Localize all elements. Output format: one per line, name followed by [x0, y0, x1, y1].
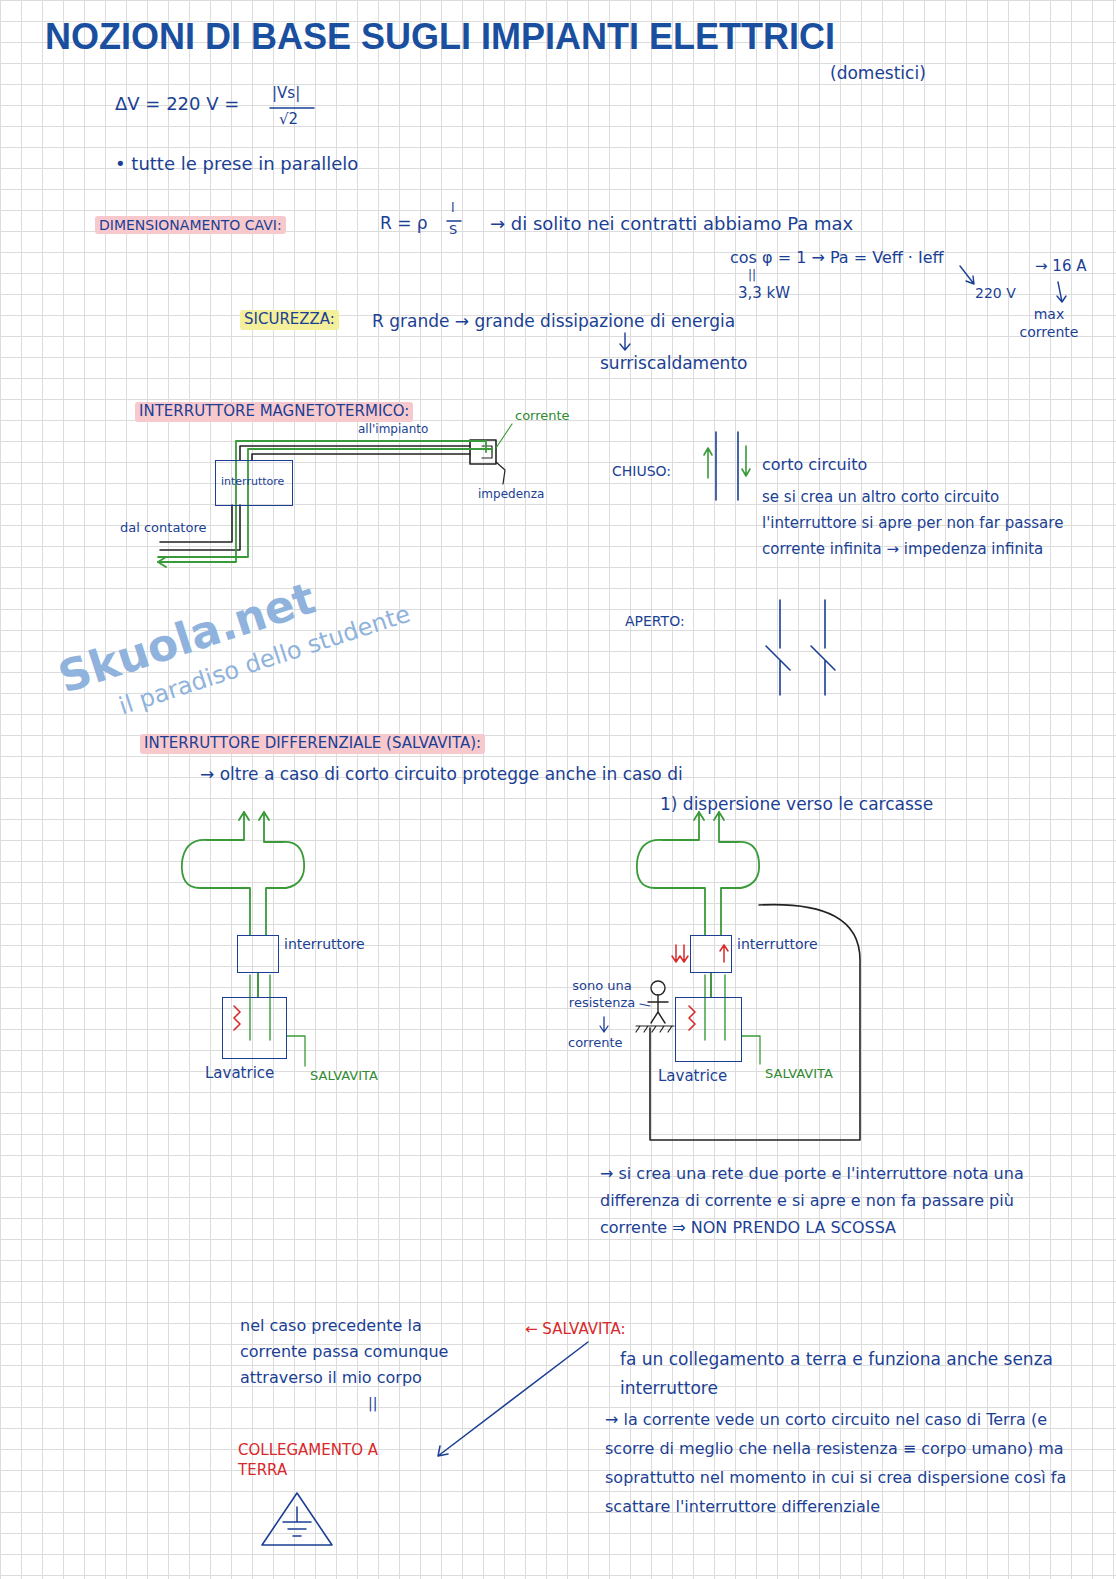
note-text: SALVAVITA	[310, 1068, 378, 1085]
appliance-box: Lavatrice	[675, 997, 742, 1062]
node-label: interruttore	[284, 936, 365, 953]
note-text: impedenza	[478, 487, 544, 503]
note-text: surriscaldamento	[600, 352, 747, 374]
note-text: ||	[748, 268, 756, 284]
note-text: INTERRUTTORE DIFFERENZIALE (SALVAVITA):	[140, 734, 485, 754]
note-text: corrente	[568, 1035, 623, 1052]
note-text: CHIUSO:	[612, 462, 671, 480]
note-text: cos φ = 1 → Pa = Veff · Ieff	[730, 248, 944, 269]
note-text: 1) dispersione verso le carcasse	[660, 793, 933, 815]
note-text: all'impianto	[358, 422, 428, 438]
note-text: ΔV = 220 V =	[115, 92, 239, 115]
note-text: nel caso precedente la corrente passa co…	[240, 1313, 490, 1391]
note-text: corrente	[515, 408, 570, 425]
note-text: se si crea un altro corto circuito l'int…	[762, 484, 1082, 562]
note-text: √2	[279, 110, 298, 130]
node-label: interruttore	[221, 475, 287, 488]
note-text: COLLEGAMENTO A TERRA	[238, 1440, 428, 1480]
page-title: NOZIONI DI BASE SUGLI IMPIANTI ELETTRICI	[45, 14, 835, 61]
note-text: DIMENSIONAMENTO CAVI:	[95, 216, 286, 234]
switch-box: interruttore	[215, 460, 293, 506]
wire-connector	[257, 973, 259, 997]
note-text: • tutte le prese in parallelo	[115, 152, 358, 175]
node-label: Lavatrice	[658, 1067, 727, 1085]
note-text: INTERRUTTORE MAGNETOTERMICO:	[135, 402, 413, 422]
note-text: → si crea una rete due porte e l'interru…	[600, 1160, 1070, 1241]
note-text: ← SALVAVITA:	[525, 1320, 625, 1340]
appliance-box: Lavatrice	[222, 997, 287, 1059]
note-text: S	[449, 222, 457, 239]
note-text: 3,3 kW	[738, 284, 790, 304]
note-text: R = ρ	[380, 212, 428, 234]
note-text: SICUREZZA:	[240, 310, 339, 330]
note-text: l	[451, 200, 455, 217]
note-text: → 16 A	[1035, 257, 1086, 277]
note-text: sono una resistenza	[556, 978, 648, 1012]
note-text: → la corrente vede un corto circuito nel…	[605, 1405, 1085, 1521]
note-text: R grande → grande dissipazione di energi…	[372, 310, 735, 332]
note-text: (domestici)	[830, 62, 926, 84]
note-text: ||	[368, 1394, 377, 1412]
note-text: → oltre a caso di corto circuito protegg…	[200, 763, 683, 785]
note-text: |Vs|	[272, 84, 300, 104]
note-text: APERTO:	[625, 612, 685, 630]
switch-box: interruttore	[690, 935, 732, 973]
node-label: Lavatrice	[205, 1064, 274, 1082]
wire-connector	[710, 973, 712, 997]
note-text: 220 V	[975, 284, 1016, 302]
note-text: fa un collegamento a terra e funziona an…	[620, 1345, 1090, 1403]
switch-box: interruttore	[237, 935, 279, 973]
note-text: dal contatore	[120, 520, 206, 537]
note-text: max corrente	[1012, 305, 1086, 341]
node-label: interruttore	[737, 936, 818, 953]
note-text: SALVAVITA	[765, 1066, 833, 1083]
note-text: corto circuito	[762, 455, 867, 476]
note-text: → di solito nei contratti abbiamo Pa max	[490, 212, 853, 235]
